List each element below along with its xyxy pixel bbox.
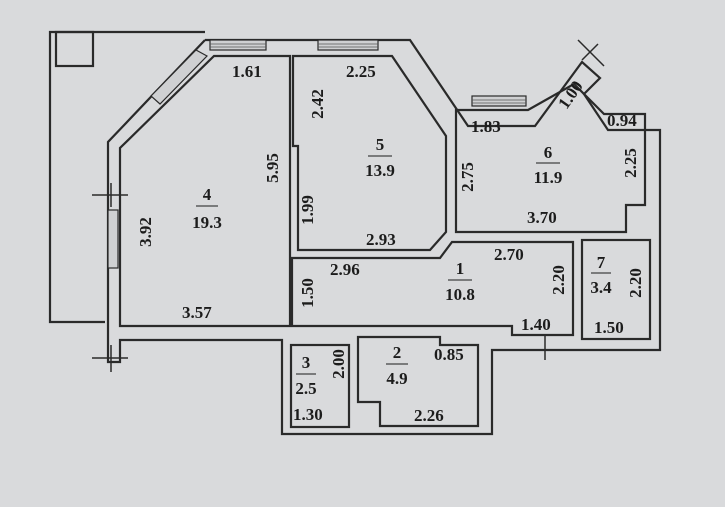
dim-label: 3.70 [527, 208, 557, 227]
dim-label: 1.50 [298, 278, 317, 308]
room-2-outline [356, 335, 480, 428]
axis-marks [92, 39, 605, 372]
room-4-outline [118, 54, 292, 328]
dim-label: 2.93 [366, 230, 396, 249]
window-room4-top [209, 39, 267, 51]
balcony [48, 30, 205, 324]
room-area: 2.5 [295, 379, 316, 398]
dimension-labels: 1.61 3.57 2.25 2.93 1.83 0.94 3.70 2.70 … [136, 62, 645, 425]
dim-label: 0.85 [434, 345, 464, 364]
window-room5-top [317, 39, 379, 51]
dim-label: 3.92 [136, 217, 155, 247]
dim-label: 2.25 [621, 148, 640, 178]
room-label-3: 3 2.5 [295, 353, 316, 398]
dim-label: 2.70 [494, 245, 524, 264]
dim-label: 2.20 [626, 268, 645, 298]
room-5-outline [291, 54, 448, 252]
room-number: 4 [203, 185, 212, 204]
dim-label: 1.30 [293, 405, 323, 424]
dim-label: 2.20 [549, 265, 568, 295]
dim-label: 2.42 [308, 89, 327, 119]
room-label-4: 4 19.3 [192, 185, 222, 232]
dim-label: 1.61 [232, 62, 262, 81]
dim-label: 2.25 [346, 62, 376, 81]
room-area: 10.8 [445, 285, 475, 304]
room-7-outline [580, 238, 652, 341]
room-label-5: 5 13.9 [365, 135, 395, 180]
room-label-2: 2 4.9 [386, 343, 408, 388]
window-room4-diagonal [150, 49, 208, 105]
room-area: 19.3 [192, 213, 222, 232]
room-1-outline [290, 240, 575, 337]
room-number: 1 [456, 259, 465, 278]
window-room6-top [471, 95, 527, 107]
balcony-corner-box [54, 30, 95, 68]
room-area: 4.9 [386, 369, 407, 388]
room-area: 3.4 [590, 278, 612, 297]
room-area: 13.9 [365, 161, 395, 180]
dim-label: 1.50 [594, 318, 624, 337]
room-number: 2 [393, 343, 402, 362]
room-6-outline [454, 82, 647, 234]
dim-label: 0.94 [607, 111, 637, 130]
room-number: 7 [597, 253, 606, 272]
dim-label: 2.75 [458, 162, 477, 192]
room-number: 6 [544, 143, 553, 162]
room-number: 5 [376, 135, 385, 154]
dim-label: 2.96 [330, 260, 360, 279]
room-label-6: 6 11.9 [534, 143, 563, 187]
dim-label: 1.83 [471, 117, 501, 136]
room-3-outline [289, 343, 351, 429]
dim-label: 2.26 [414, 406, 444, 425]
dim-label: 3.57 [182, 303, 212, 322]
dim-label: 2.00 [329, 349, 348, 379]
dim-label: 1.00 [554, 77, 587, 112]
dim-label: 1.99 [298, 195, 317, 225]
dim-label: 5.95 [263, 153, 282, 183]
dim-label: 1.40 [521, 315, 551, 334]
room-number: 3 [302, 353, 311, 372]
room-label-7: 7 3.4 [590, 253, 612, 297]
room-label-1: 1 10.8 [445, 259, 475, 304]
window-room4-left [107, 209, 119, 269]
room-area: 11.9 [534, 168, 563, 187]
